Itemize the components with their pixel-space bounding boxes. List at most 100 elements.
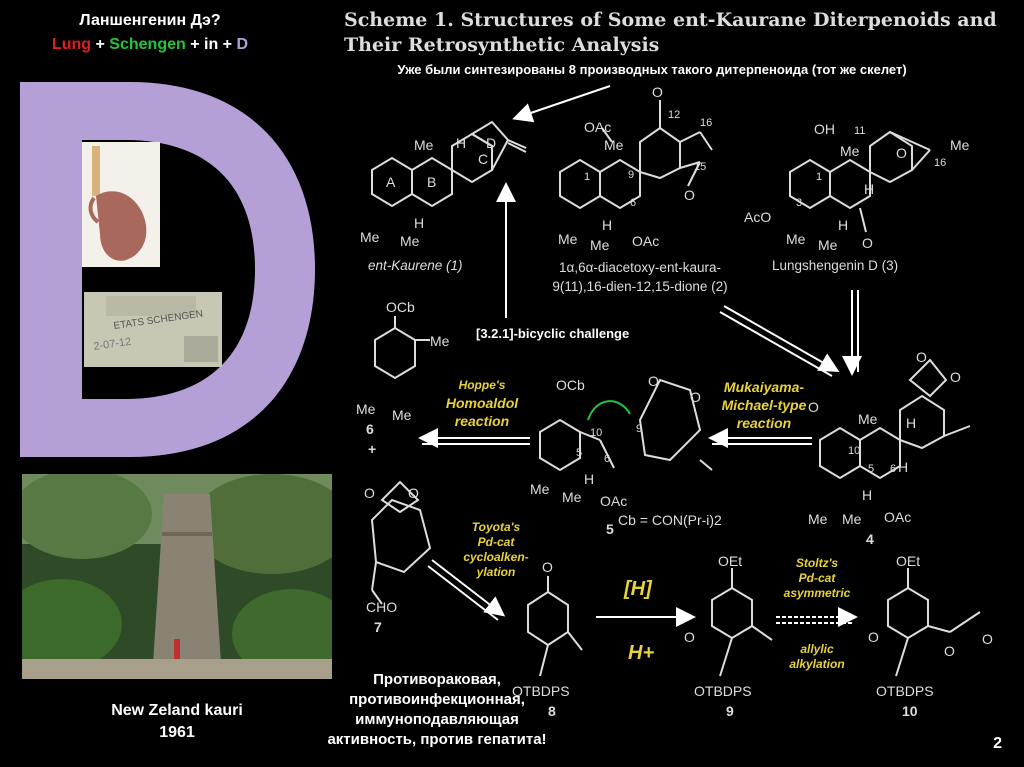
c2-oac-label: OAc [584, 119, 611, 135]
ring-label-c: C [478, 151, 488, 167]
compound-number-4: 4 [866, 531, 874, 547]
c3-locant-16: 16 [934, 157, 946, 169]
c10-oet-label: OEt [896, 553, 920, 569]
c4-locant-5: 5 [868, 463, 874, 475]
compound-number-7: 7 [374, 619, 382, 635]
stoltz-line5: alkylation [789, 657, 845, 671]
compound-1-name: ent-Kaurene (1) [368, 258, 463, 273]
cb-definition: Cb = CON(Pr-i)2 [618, 512, 722, 528]
c7-o2-label: O [408, 485, 419, 501]
c3-oh-label: OH [814, 121, 835, 137]
c9-otbdps-label: OTBDPS [694, 683, 752, 699]
compound-6-structure [374, 316, 430, 380]
reaction-scheme: A B C D Me H H Me Me OAc O Me H Me Me OA… [356, 84, 993, 719]
note-arrow [512, 85, 611, 123]
hoppe-line3: reaction [454, 413, 510, 429]
compound-number-8: 8 [548, 703, 556, 719]
retro-arrow-2-to-4-b [719, 311, 833, 377]
ring-label-d: D [486, 135, 496, 151]
activity-line1: Противораковая, [373, 671, 501, 688]
c1-me-label: Me [414, 137, 434, 153]
acid-label: H+ [628, 642, 655, 664]
compound-2-name: 1α,6α-diacetoxy-ent-kaura- 9(11),16-dien… [520, 258, 760, 296]
etymology-lung: Lung [51, 36, 92, 53]
mukaiyama-line2: Michael-type [721, 397, 807, 413]
compound-8-structure [527, 576, 583, 677]
stoltz-line3: asymmetric [783, 586, 851, 600]
c2-me-label: Me [604, 137, 624, 153]
c2-locant-9: 9 [628, 169, 634, 181]
c5-ocb-label: OCb [556, 377, 585, 393]
c8-otbdps-label: OTBDPS [512, 683, 570, 699]
ring-label-a: A [386, 174, 396, 190]
c5-locant-10: 10 [590, 427, 602, 439]
stoltz-line2: Pd-cat [798, 571, 836, 585]
toyota-line3: cycloalken- [463, 550, 529, 564]
c2-locant-6: 6 [630, 197, 636, 209]
visa-stamp-illustration: ETATS SCHENGEN 2-07-12 [84, 292, 222, 367]
c4-o-label: O [808, 399, 819, 415]
c2-locant-12: 12 [668, 109, 680, 121]
stoltz-reaction-label-bottom: allylic alkylation [772, 642, 862, 672]
c4-me2-label: Me [808, 511, 828, 527]
c1-me2-label: Me [360, 229, 380, 245]
hoppe-reaction-label: Hoppe's Homoaldol reaction [432, 376, 532, 430]
c3-me4-label: Me [818, 237, 838, 253]
name-etymology: Lung + Schengen + in + D [0, 36, 300, 54]
activity-line4: активность, против гепатита! [327, 731, 547, 748]
c2-locant-1: 1 [584, 171, 590, 183]
c3-o-label: O [896, 145, 907, 161]
etymology-d: D [236, 36, 249, 53]
c1-h2-label: H [414, 215, 424, 231]
c3-aco-label: AcO [744, 209, 771, 225]
compound-2-structure [559, 100, 713, 210]
c7-cho-label: CHO [366, 599, 397, 615]
slide-title: Ланшенгенин Дэ? [79, 12, 221, 29]
c3-me2-label: Me [950, 137, 970, 153]
c3-locant-11: 11 [854, 125, 865, 137]
compound-number-5: 5 [606, 521, 614, 537]
compound-2-name-line2: 9(11),16-dien-12,15-dione (2) [552, 279, 728, 294]
activity-line3: иммуноподавляющая [355, 711, 519, 728]
c5-o-label: O [648, 373, 659, 389]
etymology-plus-in: + in + [185, 36, 237, 53]
c10-o3-label: O [982, 631, 993, 647]
hoppe-line1: Hoppe's [458, 378, 506, 392]
mukaiyama-line3: reaction [736, 415, 792, 431]
c5-oac-label: OAc [600, 493, 627, 509]
toyota-line4: ylation [476, 565, 516, 579]
c9-o-label: O [684, 629, 695, 645]
c4-locant-10: 10 [848, 445, 860, 457]
c4-locant-6: 6 [890, 463, 896, 475]
compound-4-structure [819, 358, 971, 480]
plus-sign: + [368, 441, 376, 457]
c4-me3-label: Me [842, 511, 862, 527]
c2-locant-15: 15 [694, 161, 706, 173]
c3-o2-label: O [862, 235, 873, 251]
c2-h-label: H [602, 217, 612, 233]
c4-o2-label: O [916, 349, 927, 365]
c5-locant-9: 9 [636, 423, 642, 435]
compound-9-structure [711, 568, 773, 677]
bicyclic-challenge-label: [3.2.1]-bicyclic challenge [476, 326, 630, 341]
activity-line2: противоинфекционная, [349, 691, 525, 708]
retro-arrow-7-to-8-a [431, 559, 506, 617]
compound-2-name-line1: 1α,6α-diacetoxy-ent-kaura- [559, 260, 721, 275]
c3-me3-label: Me [786, 231, 806, 247]
toyota-line1: Toyota's [471, 520, 521, 534]
compound-3-structure [789, 130, 931, 233]
c2-oac2-label: OAc [632, 233, 659, 249]
lung-illustration [82, 142, 160, 267]
c3-locant-3: 3 [796, 197, 802, 209]
reduction-label: [H] [624, 578, 652, 600]
c3-locant-1: 1 [816, 171, 822, 183]
tree-caption-line1: New Zeland kauri [111, 702, 243, 719]
c10-o-label: O [868, 629, 879, 645]
c6-ocb-label: OCb [386, 299, 415, 315]
compound-number-6: 6 [366, 421, 374, 437]
c7-o-label: O [364, 485, 375, 501]
stoltz-line1: Stoltz's [795, 556, 839, 570]
compound-3-name: Lungshengenin D (3) [772, 258, 899, 273]
toyota-reaction-label: Toyota's Pd-cat cycloalken- ylation [456, 520, 536, 580]
c9-oet-label: OEt [718, 553, 742, 569]
